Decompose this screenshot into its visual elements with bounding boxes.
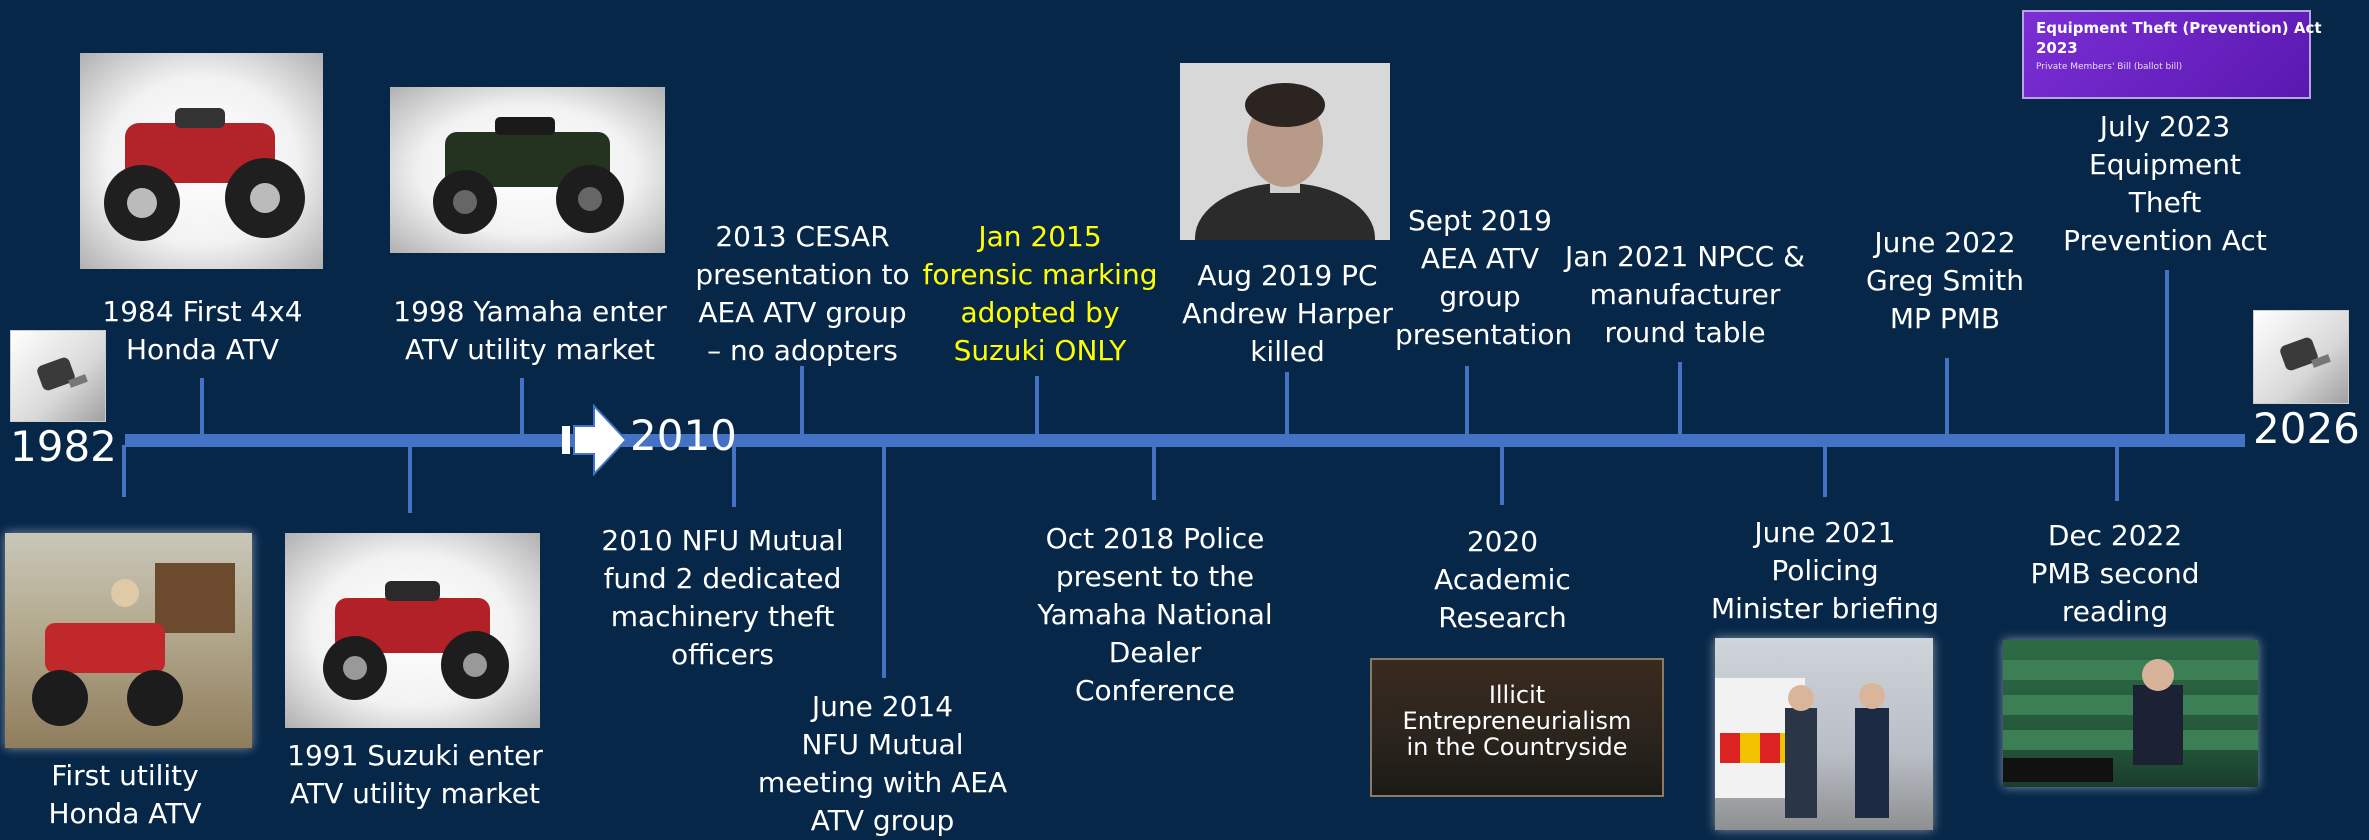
event-2013: 2013 CESAR presentation to AEA ATV group… [695,220,910,367]
event-2021jun: June 2021 Policing Minister briefing [1710,516,1940,625]
event-2020: 2020 Academic Research [1434,525,1571,634]
tick-2013 [800,366,804,436]
event-2019aug: Aug 2019 PC Andrew Harper killed [1182,259,1393,368]
key-icon [37,357,88,391]
pmb-second-reading-photo [2003,640,2258,787]
tick-2021jun [1823,445,1827,497]
event-first-utility: First utility Honda ATV [48,759,202,830]
year-end-label: 2026 [2253,404,2360,453]
tick-2010 [732,445,736,507]
act-title-text: Equipment Theft (Prevention) Act 2023 [2036,19,2322,57]
minister-briefing-photo [1715,638,1933,830]
event-1984: 1984 First 4x4 Honda ATV [102,295,303,366]
event-2023jul: July 2023 Equipment Theft Prevention Act [2063,110,2267,257]
suzuki-atv-1991-image [285,533,540,728]
event-2018: Oct 2018 Police present to the Yamaha Na… [1037,522,1273,707]
key-icon-end [2253,310,2349,404]
tick-2018 [1152,445,1156,500]
event-2010: 2010 NFU Mutual fund 2 dedicated machine… [601,524,844,671]
tick-1984 [200,378,204,436]
yamaha-atv-1998-image [390,87,665,253]
act-subtitle-text: Private Members' Bill (ballot bill) [2036,62,2183,72]
event-2019sep: Sept 2019 AEA ATV group presentation [1395,204,1573,351]
event-2022dec: Dec 2022 PMB second reading [2030,519,2200,628]
tick-1998 [520,378,524,436]
key-icon [2280,337,2331,371]
year-mid-label: 2010 [630,411,737,460]
tick-first [122,445,126,497]
event-2015: Jan 2015 forensic marking adopted by Suz… [922,220,1158,367]
key-icon-start [10,330,106,422]
event-2014: June 2014 NFU Mutual meeting with AEA AT… [757,690,1008,837]
tick-2020 [1500,445,1504,505]
equipment-theft-act-image: Equipment Theft (Prevention) Act 2023 Pr… [2022,10,2322,99]
tick-2019aug [1285,372,1289,436]
year-start-label: 1982 [10,422,117,471]
honda-atv-1984-image [80,53,323,269]
academic-research-image: Illicit Entrepreneurialism in the Countr… [1370,658,1664,797]
tick-2023jul [2165,270,2169,436]
event-2021jan: Jan 2021 NPCC & manufacturer round table [1565,240,1805,349]
tick-2021jan [1678,362,1682,436]
tick-2022dec [2115,445,2119,501]
tick-1991 [408,445,412,513]
arrow-icon [562,403,628,477]
research-title-text: Illicit Entrepreneurialism in the Countr… [1402,681,1632,761]
event-1998: 1998 Yamaha enter ATV utility market [393,295,667,366]
tick-2015 [1035,376,1039,436]
first-utility-honda-photo [5,533,252,748]
timeline-axis [125,434,2245,447]
tick-2014 [882,445,886,678]
tick-2019sep [1465,366,1469,436]
event-2022jun: June 2022 Greg Smith MP PMB [1865,226,2025,335]
andrew-harper-photo [1180,63,1390,293]
tick-2022jun [1945,358,1949,436]
event-1991: 1991 Suzuki enter ATV utility market [287,739,543,810]
